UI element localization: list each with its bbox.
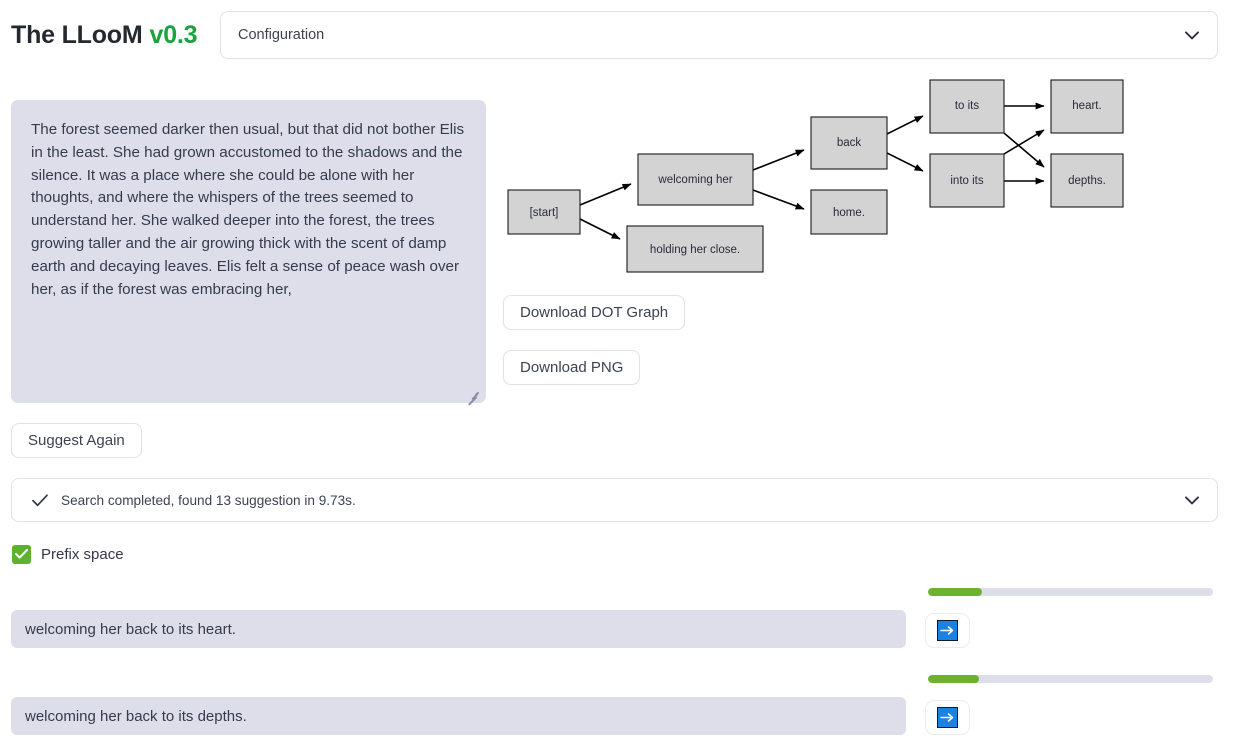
suggestion-row[interactable]: welcoming her back to its heart. bbox=[11, 610, 906, 648]
check-icon bbox=[31, 491, 49, 509]
graph-node-into-its[interactable]: into its bbox=[929, 153, 1005, 208]
graph-edge-intoits-heart bbox=[1003, 129, 1045, 155]
graph-node-to-its[interactable]: to its bbox=[929, 79, 1005, 134]
graph-node-home[interactable]: home. bbox=[810, 189, 888, 235]
graph-node-label: [start] bbox=[530, 207, 559, 219]
checkbox-checked-icon[interactable] bbox=[12, 544, 31, 564]
prompt-textarea[interactable] bbox=[11, 100, 486, 403]
app-header: The LLooM v0.3 bbox=[0, 0, 1238, 70]
append-suggestion-button[interactable] bbox=[925, 613, 970, 648]
suggestion-text: welcoming her back to its depths. bbox=[25, 707, 247, 725]
progress-fill bbox=[928, 588, 983, 596]
graph-node-label: to its bbox=[955, 100, 980, 112]
append-suggestion-button[interactable] bbox=[925, 700, 970, 735]
arrow-right-icon bbox=[937, 707, 958, 728]
configuration-accordion[interactable]: Configuration bbox=[220, 11, 1218, 59]
chevron-down-icon[interactable] bbox=[1183, 491, 1201, 509]
prefix-space-checkbox-row[interactable]: Prefix space bbox=[12, 543, 124, 565]
graph-edge-back-toits bbox=[886, 115, 924, 135]
graph-node-label: holding her close. bbox=[650, 244, 740, 256]
suggestion-row[interactable]: welcoming her back to its depths. bbox=[11, 697, 906, 735]
graph-node-label: depths. bbox=[1068, 175, 1106, 187]
graph-node-back[interactable]: back bbox=[810, 116, 888, 170]
progress-fill bbox=[928, 675, 980, 683]
app-title: The LLooM bbox=[11, 20, 143, 49]
graph-edge-start-holding bbox=[579, 218, 621, 240]
graph-node-label: into its bbox=[950, 175, 983, 187]
graph-node-start[interactable]: [start] bbox=[507, 189, 581, 235]
graph-node-label: back bbox=[837, 137, 862, 149]
download-dot-graph-button[interactable]: Download DOT Graph bbox=[503, 295, 686, 330]
graph-node-label: welcoming her bbox=[657, 174, 732, 186]
search-status-text: Search completed, found 13 suggestion in… bbox=[61, 492, 356, 508]
graph-edge-start-welcoming bbox=[579, 183, 632, 206]
graph-node-label: home. bbox=[833, 207, 865, 219]
arrow-right-icon bbox=[937, 620, 958, 641]
graph-edge-welcoming-back bbox=[752, 149, 805, 171]
download-png-button[interactable]: Download PNG bbox=[503, 350, 641, 385]
graph-edges bbox=[579, 102, 1045, 240]
graph-node-label: heart. bbox=[1072, 100, 1101, 112]
graph-node-welcoming-her[interactable]: welcoming her bbox=[637, 153, 754, 206]
graph-node-heart[interactable]: heart. bbox=[1050, 79, 1124, 134]
app-version: v0.3 bbox=[149, 20, 198, 49]
graph-node-holding-her-close[interactable]: holding her close. bbox=[626, 225, 764, 273]
suggestion-progress-bar bbox=[928, 588, 1213, 596]
graph-edge-welcoming-home bbox=[752, 189, 805, 210]
graph-edge-toits-depths bbox=[1003, 132, 1045, 168]
app-logo: The LLooM v0.3 bbox=[11, 20, 198, 50]
graph-node-depths[interactable]: depths. bbox=[1050, 153, 1124, 208]
prefix-space-label: Prefix space bbox=[41, 545, 124, 563]
loom-graph: [start] welcoming her holding her close.… bbox=[500, 72, 1140, 287]
configuration-label: Configuration bbox=[238, 27, 325, 43]
suggest-again-button[interactable]: Suggest Again bbox=[11, 423, 142, 458]
suggestion-text: welcoming her back to its heart. bbox=[25, 620, 236, 638]
suggestion-progress-bar bbox=[928, 675, 1213, 683]
search-status-accordion[interactable]: Search completed, found 13 suggestion in… bbox=[11, 478, 1218, 522]
graph-edge-back-intoits bbox=[886, 152, 924, 172]
chevron-down-icon[interactable] bbox=[1183, 26, 1201, 44]
